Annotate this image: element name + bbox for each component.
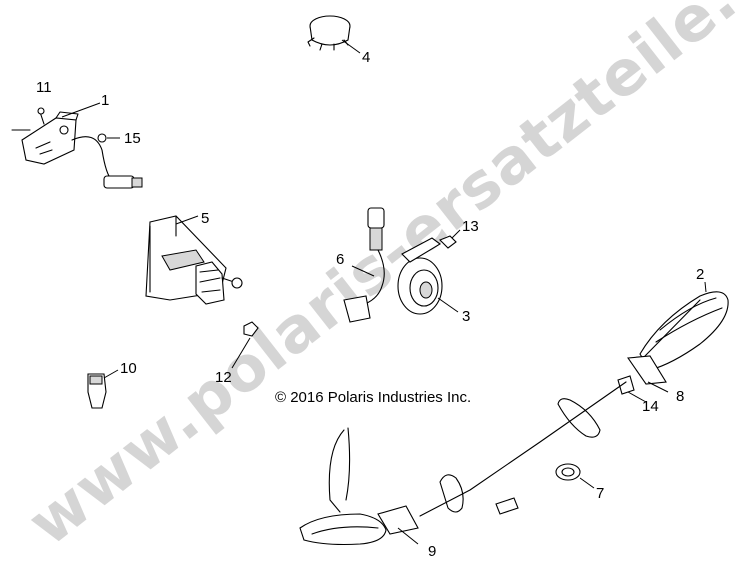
part-13-bolt — [439, 229, 461, 249]
callout-5: 5 — [201, 210, 209, 227]
part-1-switch-assembly — [11, 102, 143, 189]
callout-9: 9 — [428, 543, 436, 560]
callout-3: 3 — [462, 308, 470, 325]
part-4-relay — [307, 15, 361, 54]
part-10-connector-clip — [87, 369, 119, 409]
part-5-controller-module — [145, 215, 227, 305]
callout-1: 1 — [101, 92, 109, 109]
callout-13: 13 — [462, 218, 479, 235]
part-8-mount-plate — [627, 355, 669, 393]
callout-10: 10 — [120, 360, 137, 377]
callout-4: 4 — [362, 49, 370, 66]
part-6-horn-harness — [343, 207, 385, 323]
part-12-bolt — [231, 321, 259, 369]
copyright-text: © 2016 Polaris Industries Inc. — [275, 389, 471, 406]
part-9-turn-signal — [299, 427, 419, 546]
callout-12: 12 — [215, 369, 232, 386]
callout-14: 14 — [642, 398, 659, 415]
watermark: www.polaris-ersatzteile.de — [14, 0, 742, 560]
callout-15: 15 — [124, 130, 141, 147]
part-2-turn-signal — [639, 281, 729, 371]
watermark-text: www.polaris-ersatzteile.de — [14, 0, 742, 560]
callout-8: 8 — [676, 388, 684, 405]
part-14-spacer — [617, 375, 647, 403]
callout-6: 6 — [336, 251, 344, 268]
callouts: 1 2 3 4 5 6 7 8 9 10 11 12 13 14 15 — [36, 49, 704, 560]
part-3-horn — [397, 237, 459, 315]
turn-signal-harness — [419, 381, 627, 517]
callout-11: 11 — [36, 79, 52, 96]
part-7-grommet — [555, 463, 595, 489]
callout-2: 2 — [696, 266, 704, 283]
callout-7: 7 — [596, 485, 604, 502]
bolt-near-5 — [221, 277, 243, 289]
